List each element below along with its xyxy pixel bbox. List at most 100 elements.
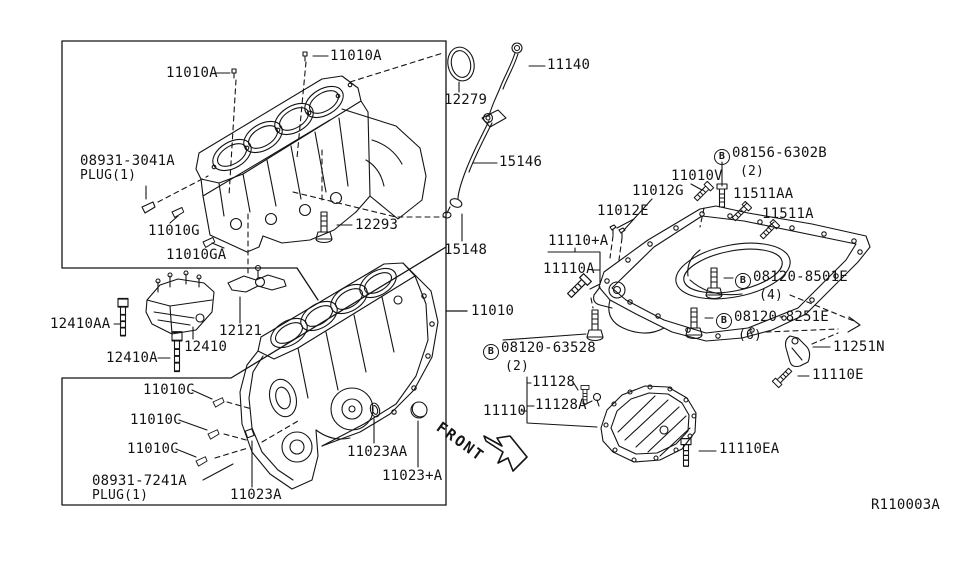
part-label-11140: 11140 [547,57,590,73]
part-label-11110e: 11110E [812,367,864,383]
part-label-11010c-3: 11010C [127,441,179,457]
part-number-text: 11110EA [719,441,780,457]
part-number-text: 08931-7241A [92,473,187,489]
part-number-text: 08931-3041A [80,153,175,169]
part-number-text: 11110E [812,367,864,383]
part-label-11511a: 11511A [762,206,814,222]
part-number-text: 11110 [483,403,527,419]
part-label-11010c-1: 11010C [143,382,195,398]
oring-11023AA-icon [369,402,381,418]
part-label-11010: 11010 [471,303,515,319]
part-number-text: 08120-8501E [753,269,848,285]
front-direction-arrow [483,435,528,472]
circled-b-icon: B [483,344,499,360]
circled-b-icon: B [714,149,730,165]
part-label-12410aa: 12410AA [50,316,111,332]
part-number-text: 11110+A [548,233,609,249]
balance-unit-drawing [145,270,215,335]
part-label-front-arrow-label: FRONT [433,418,489,466]
part-number-text: 11010C [143,382,195,398]
part-12121-drawing [227,264,287,293]
part-number-text: 15148 [444,242,488,258]
part-number-text: 11012G [632,183,684,199]
bracket-11251N-drawing [784,335,811,368]
dashed-arrowhead [847,316,861,333]
dipstick-11140-drawing [488,42,523,117]
rear-oil-seal-12279-drawing [447,46,475,82]
guide-tube-15146-drawing [442,109,507,219]
part-label-11251n: 11251N [833,339,885,355]
part-number-text: 11023AA [347,444,408,460]
part-label-11023+a: 11023+A [382,468,443,484]
part-number-text: 11128A [535,397,587,413]
part-label-12121: 12121 [219,323,263,339]
part-number-text: 11010C [127,441,179,457]
part-label-12293: 12293 [355,217,399,233]
part-number-text: 11128 [532,374,576,390]
part-number-text: 11110A [543,261,595,277]
part-label-11110ea: 11110EA [719,441,780,457]
part-number-text: 11511AA [733,186,794,202]
part-number-text: 08120-63528 [501,340,596,356]
part-label-11012g: 11012G [632,183,684,199]
part-number-text: 11251N [833,339,885,355]
part-number-text: 11010G [148,223,200,239]
part-label-11110: 11110 [483,403,527,419]
part-number-text: 12293 [355,217,399,233]
part-label-11128a: 11128A [535,397,587,413]
part-label-11010a-top: 11010A [330,48,382,64]
part-number-text: 15146 [499,154,543,170]
part-number-text: 12410 [184,339,228,355]
part-label-figure-id: R110003A [871,497,940,513]
part-number-text: 12410A [106,350,158,366]
part-label-11012e: 11012E [597,203,649,219]
part-number-text: 12410AA [50,316,111,332]
clip-icon-11128a [592,392,602,407]
part-label-12410: 12410 [184,339,228,355]
part-label-11010g: 11010G [148,223,200,239]
part-label-subtext: PLUG(1) [80,168,137,184]
part-label-11010c-2: 11010C [130,412,182,428]
part-number-text: 08156-6302B [732,145,827,161]
part-number-text: 11010V [671,168,723,184]
part-label-12410a: 12410A [106,350,158,366]
panel-frames [61,40,468,506]
oil-pan-lower-drawing [600,384,697,463]
part-label-subtext: (2) [505,359,530,374]
part-label-subtext: (4) [759,288,784,303]
part-label-11023a: 11023A [230,487,282,503]
part-number-text: 11012E [597,203,649,219]
cylinder-block-bottom-drawing [239,262,439,490]
cylinder-block-top-drawing [195,75,427,253]
part-label-15148: 15148 [444,242,488,258]
part-label-11010a-left: 11010A [166,65,218,81]
circled-b-icon: B [716,313,732,329]
part-number-text: 11023+A [382,468,443,484]
fastener-icons [117,51,794,467]
part-number-text: 12121 [219,323,263,339]
part-label-11110a: 11110A [543,261,595,277]
part-label-subtext: PLUG(1) [92,488,149,504]
circled-b-icon: B [735,273,751,289]
plug-disc-11023A-icon [244,401,428,439]
part-number-text: 11010GA [166,247,227,263]
part-number-text: 11023A [230,487,282,503]
part-label-11010v: 11010V [671,168,723,184]
part-number-text: 11010A [330,48,382,64]
part-label-11110+a: 11110+A [548,233,609,249]
part-number-text: 11010A [166,65,218,81]
part-number-text: 12279 [444,92,488,108]
part-number-text: 11010 [471,303,515,319]
part-number-text: FRONT [433,418,489,466]
part-label-11010ga: 11010GA [166,247,227,263]
part-number-text: 11511A [762,206,814,222]
part-number-text: 08120-8251E [734,309,829,325]
part-label-12279: 12279 [444,92,488,108]
